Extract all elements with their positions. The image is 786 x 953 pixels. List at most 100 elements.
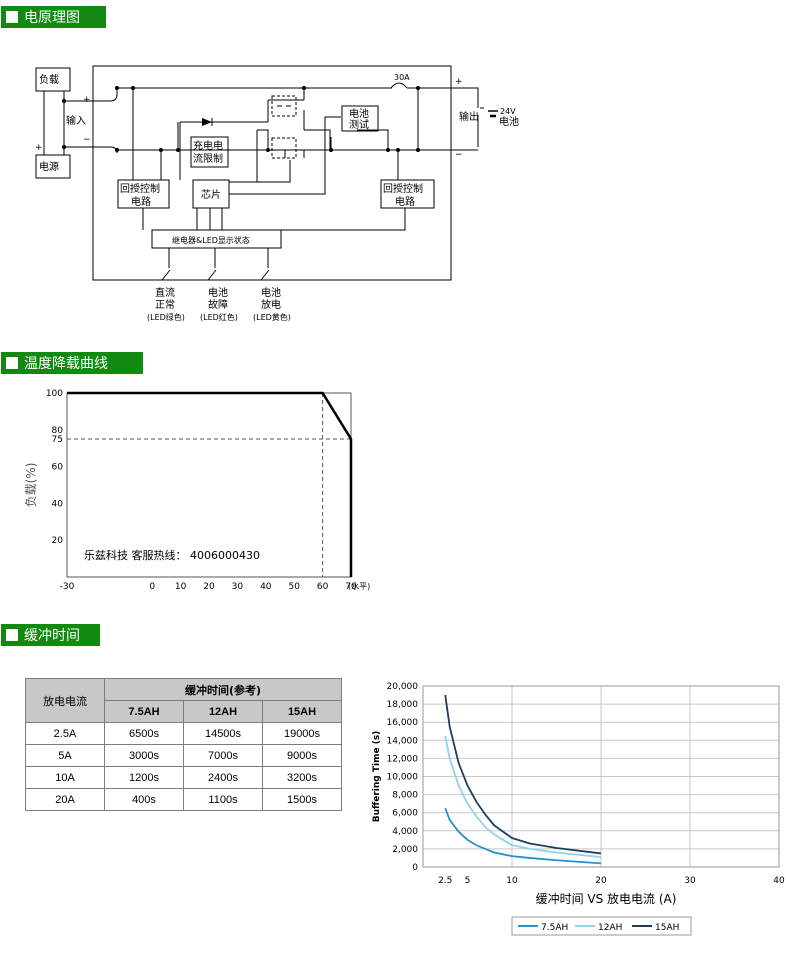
- table-cell: 9000s: [262, 744, 342, 767]
- x-axis-label: 缓冲时间 VS 放电电流 (A): [536, 891, 677, 906]
- led2-label-a: 电池: [208, 286, 228, 299]
- power-box: [35, 154, 71, 179]
- y-tick-label: 12,000: [387, 754, 419, 764]
- square-icon: [6, 357, 18, 369]
- square-icon: [6, 11, 18, 23]
- x-tick-label: 0: [149, 582, 155, 592]
- x-tick-label: 10: [506, 876, 518, 886]
- load-box: [35, 67, 71, 92]
- feedback-left-label-1: 回授控制: [120, 182, 160, 195]
- buffering-time-chart: 02,0004,0006,0008,00010,00012,00014,0001…: [372, 682, 785, 936]
- fuse-label: 30A: [394, 73, 410, 82]
- y-tick-label: 75: [52, 435, 63, 445]
- feedback-right-box: [380, 179, 435, 209]
- table-cell: 1500s: [262, 788, 342, 811]
- led3-label-a: 电池: [261, 286, 281, 299]
- feedback-right-label-2: 电路: [395, 195, 415, 208]
- y-tick-label: 18,000: [387, 700, 419, 710]
- table-cell: 400s: [104, 788, 184, 811]
- charge-limit-box: [190, 136, 229, 168]
- table-cell: 3000s: [104, 744, 184, 767]
- table-cell: 20A: [25, 788, 105, 811]
- table-row: 20A 400s 1100s 1500s: [25, 788, 342, 811]
- led2-label-b: 故障: [208, 298, 228, 311]
- output-label: 输出: [459, 110, 479, 123]
- diode-icon: [202, 118, 212, 126]
- x-tick-label: 5: [465, 876, 471, 886]
- battery-test-label-2: 测试: [349, 118, 369, 131]
- y-tick-label: 2,000: [392, 845, 418, 855]
- charge-label-2: 流限制: [193, 152, 223, 165]
- x-tick-label: 20: [595, 876, 607, 886]
- section-header-buffer: 缓冲时间: [1, 624, 100, 646]
- power-plus: +: [35, 143, 43, 153]
- x-tick-label: 10: [175, 582, 187, 592]
- section-title: 温度降载曲线: [24, 356, 108, 372]
- table-cell: 2.5A: [25, 722, 105, 745]
- y-axis-label: Buffering Time (s): [372, 731, 382, 823]
- watermark-text: 乐兹科技 客服热线： 4006000430: [84, 549, 260, 562]
- relay-led-label: 继电器&LED显示状态: [172, 235, 250, 245]
- y-tick-label: 80: [52, 426, 64, 436]
- output-plus: +: [455, 77, 463, 87]
- battery-test-box: [341, 105, 379, 132]
- led1-label-b: 正常: [155, 298, 175, 311]
- feedback-right-label-1: 回授控制: [383, 182, 423, 195]
- y-tick-label: 20,000: [387, 682, 419, 692]
- x-tick-label: 70: [345, 582, 357, 592]
- input-plus: +: [83, 95, 91, 105]
- y-tick-label: 20: [52, 536, 64, 546]
- section-header-schematic: 电原理图: [1, 6, 106, 28]
- x-tick-label: 40: [773, 876, 785, 886]
- col-discharge-header: 放电电流: [25, 678, 105, 723]
- section-title: 电原理图: [24, 10, 80, 26]
- plot-frame: [422, 685, 780, 868]
- battery-test-label-1: 电池: [349, 107, 369, 120]
- circuit-diagram: 负载 电源 输入 输出 30A 24V 电池 电池 测试 充电电 流限制 回授控…: [35, 65, 519, 322]
- led3-label-c: (LED黄色): [253, 312, 291, 322]
- y-tick-label: 40: [52, 499, 64, 509]
- x-tick-label: 50: [288, 582, 300, 592]
- table-cell: 6500s: [104, 722, 184, 745]
- charge-label-1: 充电电: [193, 139, 223, 152]
- y-tick-label: 10,000: [387, 773, 419, 783]
- col-header: 15AH: [262, 700, 342, 723]
- col-header: 7.5AH: [104, 700, 184, 723]
- y-tick-label: 0: [412, 863, 418, 873]
- x-tick-label: 20: [203, 582, 215, 592]
- input-label: 输入: [66, 114, 86, 127]
- y-tick-label: 60: [52, 463, 64, 473]
- legend-label: 15AH: [655, 923, 679, 933]
- section-title: 缓冲时间: [24, 628, 80, 644]
- led2-label-c: (LED红色): [200, 312, 238, 322]
- legend-box: [511, 916, 692, 936]
- col-header: 12AH: [183, 700, 263, 723]
- power-label: 电源: [39, 160, 59, 173]
- section-header-derating: 温度降载曲线: [1, 352, 143, 374]
- led1-label-c: (LED绿色): [147, 312, 185, 322]
- series-line: [444, 735, 602, 858]
- led1-label-a: 直流: [155, 286, 175, 299]
- table-cell: 7000s: [183, 744, 263, 767]
- load-label: 负载: [39, 73, 59, 86]
- table-cell: 1200s: [104, 766, 184, 789]
- chip-box: [192, 179, 230, 209]
- output-minus: −: [455, 150, 463, 160]
- y-tick-label: 8,000: [392, 791, 418, 801]
- buffer-table: 放电电流 缓冲时间(参考) 7.5AH 12AH 15AH 2.5A 6500s…: [25, 678, 342, 811]
- battery-label: 电池: [499, 115, 519, 128]
- x-tick-label: 40: [260, 582, 272, 592]
- x-tick-label: 30: [232, 582, 244, 592]
- square-icon: [6, 629, 18, 641]
- x-axis-unit: (水平): [348, 581, 370, 591]
- y-tick-label: 100: [46, 389, 63, 399]
- derating-line: [67, 391, 353, 577]
- table-row: 5A 3000s 7000s 9000s: [25, 744, 342, 767]
- feedback-left-label-2: 电路: [131, 195, 151, 208]
- chip-label: 芯片: [201, 188, 221, 201]
- led3-label-b: 放电: [261, 298, 281, 311]
- x-tick-label: 30: [684, 876, 696, 886]
- x-tick-label: 2.5: [438, 876, 452, 886]
- battery-voltage-label: 24V: [500, 107, 516, 116]
